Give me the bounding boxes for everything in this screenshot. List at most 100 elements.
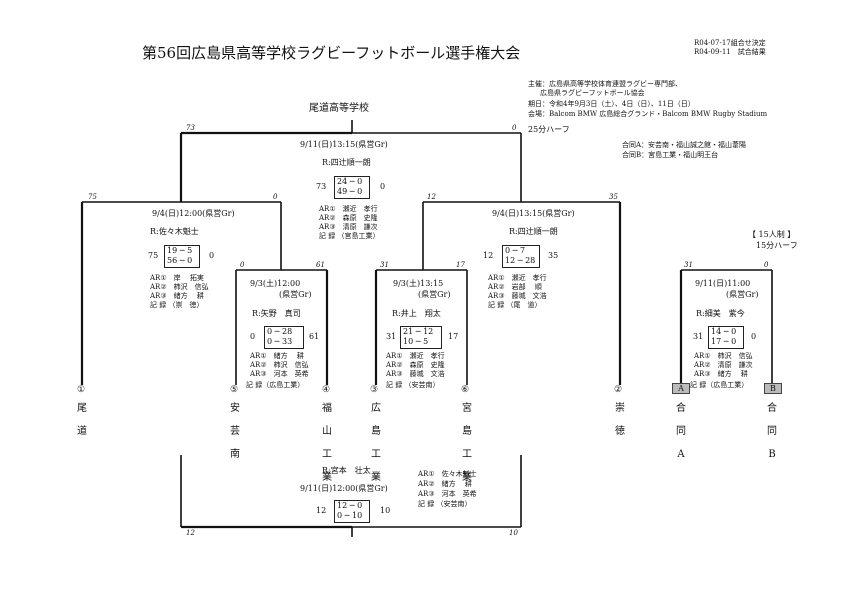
sf-left-ar3: AR③ 緒方 耕 <box>150 292 204 300</box>
notice-draw: R04-07-17組合せ決定 <box>694 39 766 47</box>
sf-left-score-box <box>164 245 200 268</box>
final-half1: 24 ─ 0 <box>337 177 363 186</box>
champion-name: 尾道高等学校 <box>309 103 369 114</box>
fifteen-score-left: 31 <box>684 261 693 269</box>
final-score-box <box>334 176 370 199</box>
final-total-right: 0 <box>380 182 386 191</box>
qf-right-score-right: 17 <box>456 261 465 269</box>
final-score-left: 73 <box>186 124 195 132</box>
sf-right-referee: R:四辻順一朗 <box>509 227 558 236</box>
sf-right-score-box <box>502 245 540 268</box>
sf-left-score-right: 0 <box>273 193 278 201</box>
qf-right-ar1: AR① 瀬近 孝行 <box>386 352 445 360</box>
sf-left-referee: R:佐々木魁士 <box>150 227 199 236</box>
qf-left-total-left: 0 <box>250 332 256 341</box>
third-datetime: 9/11(日)12:00(県営Gr) <box>300 484 388 493</box>
venue-line: 会場：Balcom BMW 広島総合グランド・Balcom BMW Rugby … <box>528 110 768 118</box>
sf-left-datetime: 9/4(日)12:00(県営Gr) <box>152 209 235 218</box>
fifteen-score-box <box>708 326 744 349</box>
fifteen-half1: 14 ─ 0 <box>711 327 737 336</box>
sf-left-half1: 19 ─ 5 <box>167 246 193 255</box>
final-score-right: 0 <box>512 124 517 132</box>
fifteen-total-left: 31 <box>693 332 704 341</box>
qf-right-recorder: 記 録 （安芸南） <box>386 381 440 389</box>
final-ar3: AR③ 清原 謙次 <box>319 223 378 231</box>
match-format: 25分ハーフ <box>528 125 570 134</box>
third-ar2: AR② 緒方 耕 <box>418 480 472 488</box>
fifteen-venue: (県営Gr) <box>726 290 759 299</box>
sf-right-ar2: AR② 岩部 順 <box>488 283 542 291</box>
fifteen-recorder: 記 録（広島工業） <box>690 381 749 389</box>
sf-right-total-left: 12 <box>483 251 494 260</box>
final-referee: R:四辻順一朗 <box>322 158 371 167</box>
team-name-miyajima-kogyo: 宮島工業 <box>462 403 472 483</box>
qf-right-half2: 10 ─ 5 <box>403 337 429 346</box>
sf-left-recorder: 記 録 （崇 徳） <box>150 301 204 309</box>
qf-left-referee: R:矢野 真司 <box>252 309 301 318</box>
third-recorder: 記 録 （安芸南） <box>418 500 472 508</box>
sf-left-total-left: 75 <box>148 251 159 260</box>
page-title: 第56回広島県高等学校ラグビーフットボール選手権大会 <box>142 44 521 62</box>
third-total-left: 12 <box>316 506 327 515</box>
third-score-left: 12 <box>186 529 195 537</box>
sf-right-total-right: 35 <box>548 251 559 260</box>
seed-marker: ③ <box>370 385 379 395</box>
third-ar3: AR③ 河本 英希 <box>418 490 477 498</box>
qf-right-referee: R:井上 翔太 <box>392 309 441 318</box>
qf-right-datetime: 9/3(土)13:15 <box>393 279 444 288</box>
team-name-onomichi: 尾道 <box>77 403 87 437</box>
fifteen-total-right: 0 <box>751 332 757 341</box>
qf-left-ar3: AR③ 河本 英希 <box>250 370 309 378</box>
organizer-line1: 主催：広島県高等学校体育連盟ラグビー専門部、 <box>528 80 682 88</box>
sf-right-datetime: 9/4(日)13:15(県営Gr) <box>492 209 575 218</box>
fifteen-referee: R:細美 紫今 <box>696 309 745 318</box>
qf-left-ar2: AR② 柿沢 信弘 <box>250 361 309 369</box>
qf-left-ar1: AR① 緒方 耕 <box>250 352 304 360</box>
sf-right-score-left: 12 <box>427 193 436 201</box>
seed-tag-a: A <box>672 383 690 394</box>
third-total-right: 10 <box>380 506 391 515</box>
qf-left-recorder: 記 録（広島工業） <box>246 381 305 389</box>
seed-marker: ⑤ <box>230 385 239 395</box>
seed-marker: ② <box>614 385 623 395</box>
qf-right-total-left: 31 <box>386 332 397 341</box>
sf-right-score-right: 35 <box>609 193 618 201</box>
sf-right-half1: 0 ─ 7 <box>505 246 526 255</box>
qf-right-half1: 21 ─ 12 <box>403 327 434 336</box>
qf-left-score-right: 61 <box>316 261 325 269</box>
team-name-godo-b: 合同B <box>767 403 777 460</box>
third-score-right: 10 <box>509 529 518 537</box>
fifteen-ar1: AR① 柿沢 信弘 <box>694 352 753 360</box>
sf-left-half2: 56 ─ 0 <box>167 256 193 265</box>
final-recorder: 記 録 （宮島工業） <box>319 232 380 240</box>
qf-right-total-right: 17 <box>448 332 459 341</box>
third-score-box <box>334 500 370 523</box>
fifteen-ar3: AR③ 緒方 耕 <box>694 370 748 378</box>
combined-a: 合同A：安芸南・福山誠之館・福山葦陽 <box>622 141 747 149</box>
fifteen-title: 【 15人制 】 <box>748 230 796 239</box>
final-total-left: 73 <box>316 182 327 191</box>
team-name-shudo: 崇徳 <box>615 403 625 437</box>
team-name-fukuyama-kogyo: 福山工業 <box>322 403 332 483</box>
final-half2: 49 ─ 0 <box>337 187 363 196</box>
sf-right-ar1: AR① 瀬近 孝行 <box>488 274 547 282</box>
final-datetime: 9/11(日)13:15(県営Gr) <box>300 140 388 149</box>
fifteen-format: 15分ハーフ <box>756 241 798 250</box>
sf-right-recorder: 記 録 （尾 道） <box>488 301 542 309</box>
seed-marker: ④ <box>322 385 331 395</box>
team-name-aki-minami: 安芸南 <box>230 403 240 460</box>
third-ar1: AR① 佐々木魁士 <box>418 470 477 478</box>
team-name-godo-a: 合同A <box>676 403 686 460</box>
qf-left-half2: 0 ─ 33 <box>267 337 293 346</box>
qf-left-total-right: 61 <box>309 332 320 341</box>
notice-result: R04-09-11 試合結果 <box>694 48 766 56</box>
qf-left-half1: 0 ─ 28 <box>267 327 293 336</box>
qf-left-venue: (県営Gr) <box>279 290 312 299</box>
sf-left-ar2: AR② 柿沢 信弘 <box>150 283 209 291</box>
sf-left-score-left: 75 <box>88 193 97 201</box>
sf-left-ar1: AR① 岸 拓実 <box>150 274 204 282</box>
qf-left-score-left: 0 <box>240 261 245 269</box>
qf-right-venue: (県営Gr) <box>418 290 451 299</box>
qf-right-score-left: 31 <box>380 261 389 269</box>
